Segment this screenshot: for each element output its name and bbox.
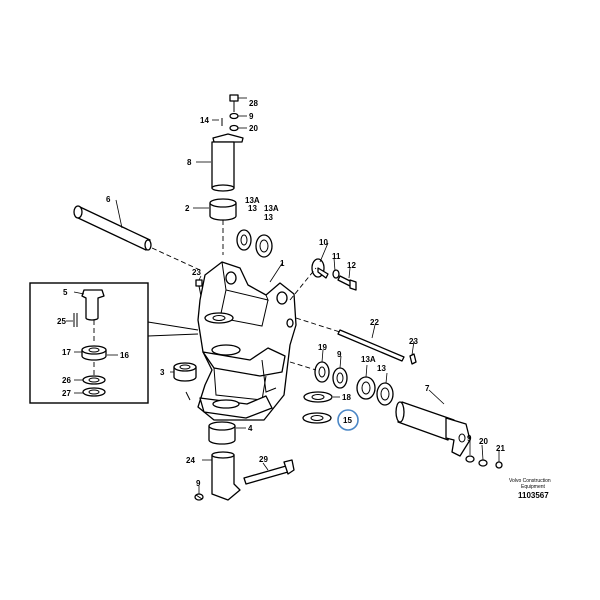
callout-23-right: 23	[409, 337, 418, 346]
bushing-4	[208, 421, 236, 445]
bolt-29	[243, 459, 295, 485]
axis-pin-6	[151, 247, 201, 271]
pin-7	[395, 401, 471, 457]
callout-21: 21	[496, 444, 505, 453]
callout-14: 14	[200, 116, 209, 125]
pin-8	[211, 133, 244, 192]
callout-9-bottom-right: 9	[467, 434, 472, 443]
washer-9-bottom-left	[194, 493, 204, 501]
callout-29: 29	[259, 455, 268, 464]
inset-pin-25	[73, 313, 78, 327]
shim-19a	[314, 361, 330, 383]
callout-labels: 28 9 20 14 8 2 6 13A 13 13A 13 1 23 10 1…	[57, 99, 505, 488]
drawing-reference: Volvo Construction Equipment 1103567	[509, 478, 551, 500]
washer-10	[311, 258, 329, 279]
washer-11	[332, 269, 340, 279]
callout-26: 26	[62, 376, 71, 385]
callout-25: 25	[57, 317, 66, 326]
callout-16: 16	[120, 351, 129, 360]
bolt-12	[337, 275, 357, 291]
callout-20-bottom: 20	[479, 437, 488, 446]
shim-13-upper-left	[236, 229, 252, 251]
bushing-3	[173, 362, 197, 382]
shim-13-upper-right	[255, 234, 273, 258]
callout-13-lower: 13	[377, 364, 386, 373]
callout-13-upper-left: 13	[248, 204, 257, 213]
callout-3: 3	[160, 368, 165, 377]
callout-15[interactable]: 15	[343, 416, 352, 425]
callout-6: 6	[106, 195, 111, 204]
callout-9-bottom-left: 9	[196, 479, 201, 488]
pin-6	[73, 205, 152, 251]
callout-4: 4	[248, 424, 253, 433]
callout-8: 8	[187, 158, 192, 167]
highlight-circle-15[interactable]	[337, 409, 359, 431]
washer-18	[303, 391, 333, 403]
bolt-28	[229, 94, 239, 112]
inset-detail	[29, 282, 199, 404]
pin-24	[211, 451, 241, 501]
callout-17: 17	[62, 348, 71, 357]
brand-line-2: Equipment	[521, 484, 546, 490]
callout-23-left: 23	[192, 268, 201, 277]
bolt-23-right	[409, 353, 417, 365]
drawing-number: 1103567	[518, 491, 549, 500]
shim-19b	[332, 367, 348, 389]
axis-lower-right	[289, 361, 317, 371]
callout-22: 22	[370, 318, 379, 327]
leader-lines	[66, 97, 500, 494]
shim-13A-lower	[376, 382, 394, 406]
washer-20-top	[229, 124, 239, 132]
washer-9-top	[229, 112, 239, 120]
callout-5: 5	[63, 288, 68, 297]
bolt-21	[495, 461, 503, 469]
callout-19a: 19	[318, 343, 327, 352]
inset-pin-5	[81, 289, 105, 321]
small-pin-left	[185, 391, 191, 401]
callout-20-top: 20	[249, 124, 258, 133]
callout-9-top: 9	[249, 112, 254, 121]
callout-11: 11	[332, 252, 341, 261]
bolt-23-left	[195, 279, 203, 297]
callout-2: 2	[185, 204, 190, 213]
callout-12: 12	[347, 261, 356, 270]
callout-10: 10	[319, 238, 328, 247]
callout-18: 18	[342, 393, 351, 402]
inset-washer-27	[82, 387, 106, 397]
washer-9-bottom-right	[465, 455, 475, 463]
callout-13A-lower-left: 13A	[361, 355, 376, 364]
callout-24: 24	[186, 456, 195, 465]
rod-22	[337, 329, 405, 362]
callout-13-upper-right: 13	[264, 213, 273, 222]
bushing-2	[209, 198, 237, 221]
inset-bushing-17	[81, 345, 107, 361]
brand-line-1: Volvo Construction	[509, 478, 551, 484]
washer-20-bottom	[478, 459, 488, 467]
callout-13A-upper-left: 13A	[245, 196, 260, 205]
callout-9-middle: 9	[337, 350, 342, 359]
axis-upper-right	[289, 267, 317, 301]
callout-28: 28	[249, 99, 258, 108]
callout-27: 27	[62, 389, 71, 398]
callout-13A-upper-right: 13A	[264, 204, 279, 213]
shim-13-lower	[356, 376, 376, 400]
callout-1: 1	[280, 259, 285, 268]
callout-7: 7	[425, 384, 430, 393]
axis-rod-22	[295, 317, 341, 333]
main-bracket-1	[197, 261, 297, 421]
washer-15	[302, 412, 332, 424]
inset-washer-26	[82, 375, 106, 385]
